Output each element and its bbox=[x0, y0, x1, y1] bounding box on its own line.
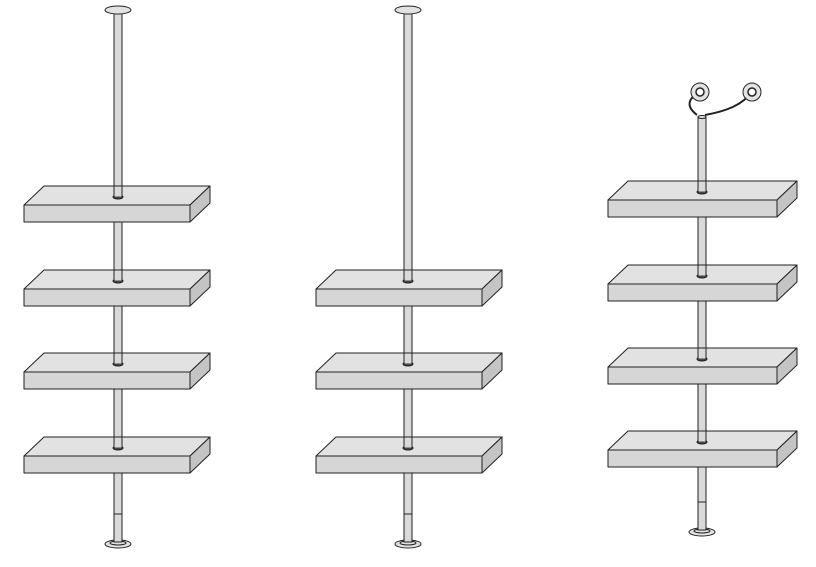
shelf bbox=[315, 269, 503, 307]
pole-segment bbox=[698, 181, 706, 192]
shelf-side bbox=[189, 269, 211, 307]
pole-segment bbox=[114, 186, 122, 197]
pole-segment bbox=[114, 437, 122, 448]
shelf-front bbox=[315, 455, 483, 474]
pole-cap bbox=[697, 115, 707, 119]
ceiling-plate bbox=[394, 5, 422, 15]
shelf-front bbox=[23, 455, 191, 474]
shelf-front bbox=[23, 204, 191, 223]
shelf-unit-3 bbox=[607, 82, 798, 537]
shelf-front bbox=[315, 288, 483, 307]
shelf bbox=[315, 436, 503, 474]
shelf-side bbox=[481, 436, 503, 474]
pole-bottom bbox=[403, 513, 413, 543]
shelf bbox=[607, 180, 798, 218]
pole-segment bbox=[698, 431, 706, 442]
shelf-front bbox=[23, 288, 191, 307]
shelf-front bbox=[607, 283, 778, 302]
hook-mount-ring bbox=[695, 87, 705, 97]
shelf-unit-1 bbox=[23, 5, 211, 549]
shelf-side bbox=[776, 264, 798, 302]
shelf bbox=[23, 185, 211, 223]
pole-bottom bbox=[113, 513, 123, 543]
shelf-front bbox=[23, 371, 191, 390]
shelf bbox=[607, 347, 798, 385]
pole-segment bbox=[114, 270, 122, 281]
shelf-side bbox=[481, 352, 503, 390]
shelf-side bbox=[189, 352, 211, 390]
shelf-side bbox=[776, 347, 798, 385]
pole-segment bbox=[698, 348, 706, 359]
pole bbox=[697, 116, 707, 533]
shelf-side bbox=[776, 180, 798, 218]
shelf bbox=[23, 436, 211, 474]
shelf-side bbox=[481, 269, 503, 307]
shelf-front bbox=[607, 199, 778, 218]
pole-segment bbox=[404, 270, 412, 281]
shelf bbox=[315, 352, 503, 390]
shelf-front bbox=[607, 366, 778, 385]
hook-mount-ring bbox=[747, 87, 757, 97]
pole-segment bbox=[698, 265, 706, 276]
shelf-unit-2 bbox=[315, 5, 503, 549]
shelf-side bbox=[776, 430, 798, 468]
shelf-front bbox=[315, 371, 483, 390]
shelf bbox=[607, 264, 798, 302]
shelf-front bbox=[607, 449, 778, 468]
shelf bbox=[23, 352, 211, 390]
pole-segment bbox=[404, 353, 412, 364]
pole-bottom bbox=[697, 501, 707, 531]
ceiling-plate bbox=[104, 5, 132, 15]
shelf bbox=[607, 430, 798, 468]
pole-segment bbox=[404, 437, 412, 448]
pole-segment bbox=[114, 353, 122, 364]
shelf-side bbox=[189, 185, 211, 223]
shelf-side bbox=[189, 436, 211, 474]
shelf bbox=[23, 269, 211, 307]
